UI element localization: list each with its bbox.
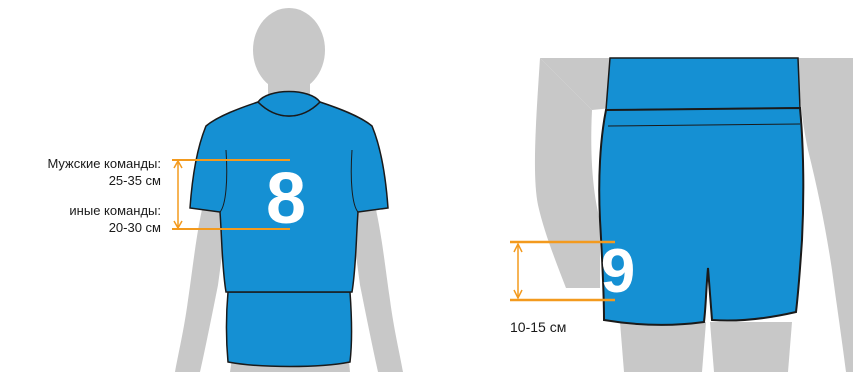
player-shorts bbox=[227, 292, 352, 367]
shorts-number: 9 bbox=[601, 237, 635, 306]
shorts-figure-left-leg bbox=[620, 322, 706, 372]
shirt-number: 8 bbox=[266, 159, 306, 239]
men-teams-label: Мужские команды: bbox=[0, 156, 161, 171]
shorts-figure-jersey bbox=[606, 58, 800, 110]
shorts-figure-right-leg bbox=[710, 322, 792, 372]
shorts-range-label: 10-15 см bbox=[510, 320, 566, 335]
other-teams-range: 20-30 см bbox=[0, 220, 161, 235]
other-teams-label: иные команды: bbox=[0, 203, 161, 218]
player-back-figure: 8 bbox=[172, 8, 403, 372]
player-head bbox=[253, 8, 325, 92]
shorts-figure-torso-right bbox=[798, 58, 853, 372]
men-teams-range: 25-35 см bbox=[0, 173, 161, 188]
